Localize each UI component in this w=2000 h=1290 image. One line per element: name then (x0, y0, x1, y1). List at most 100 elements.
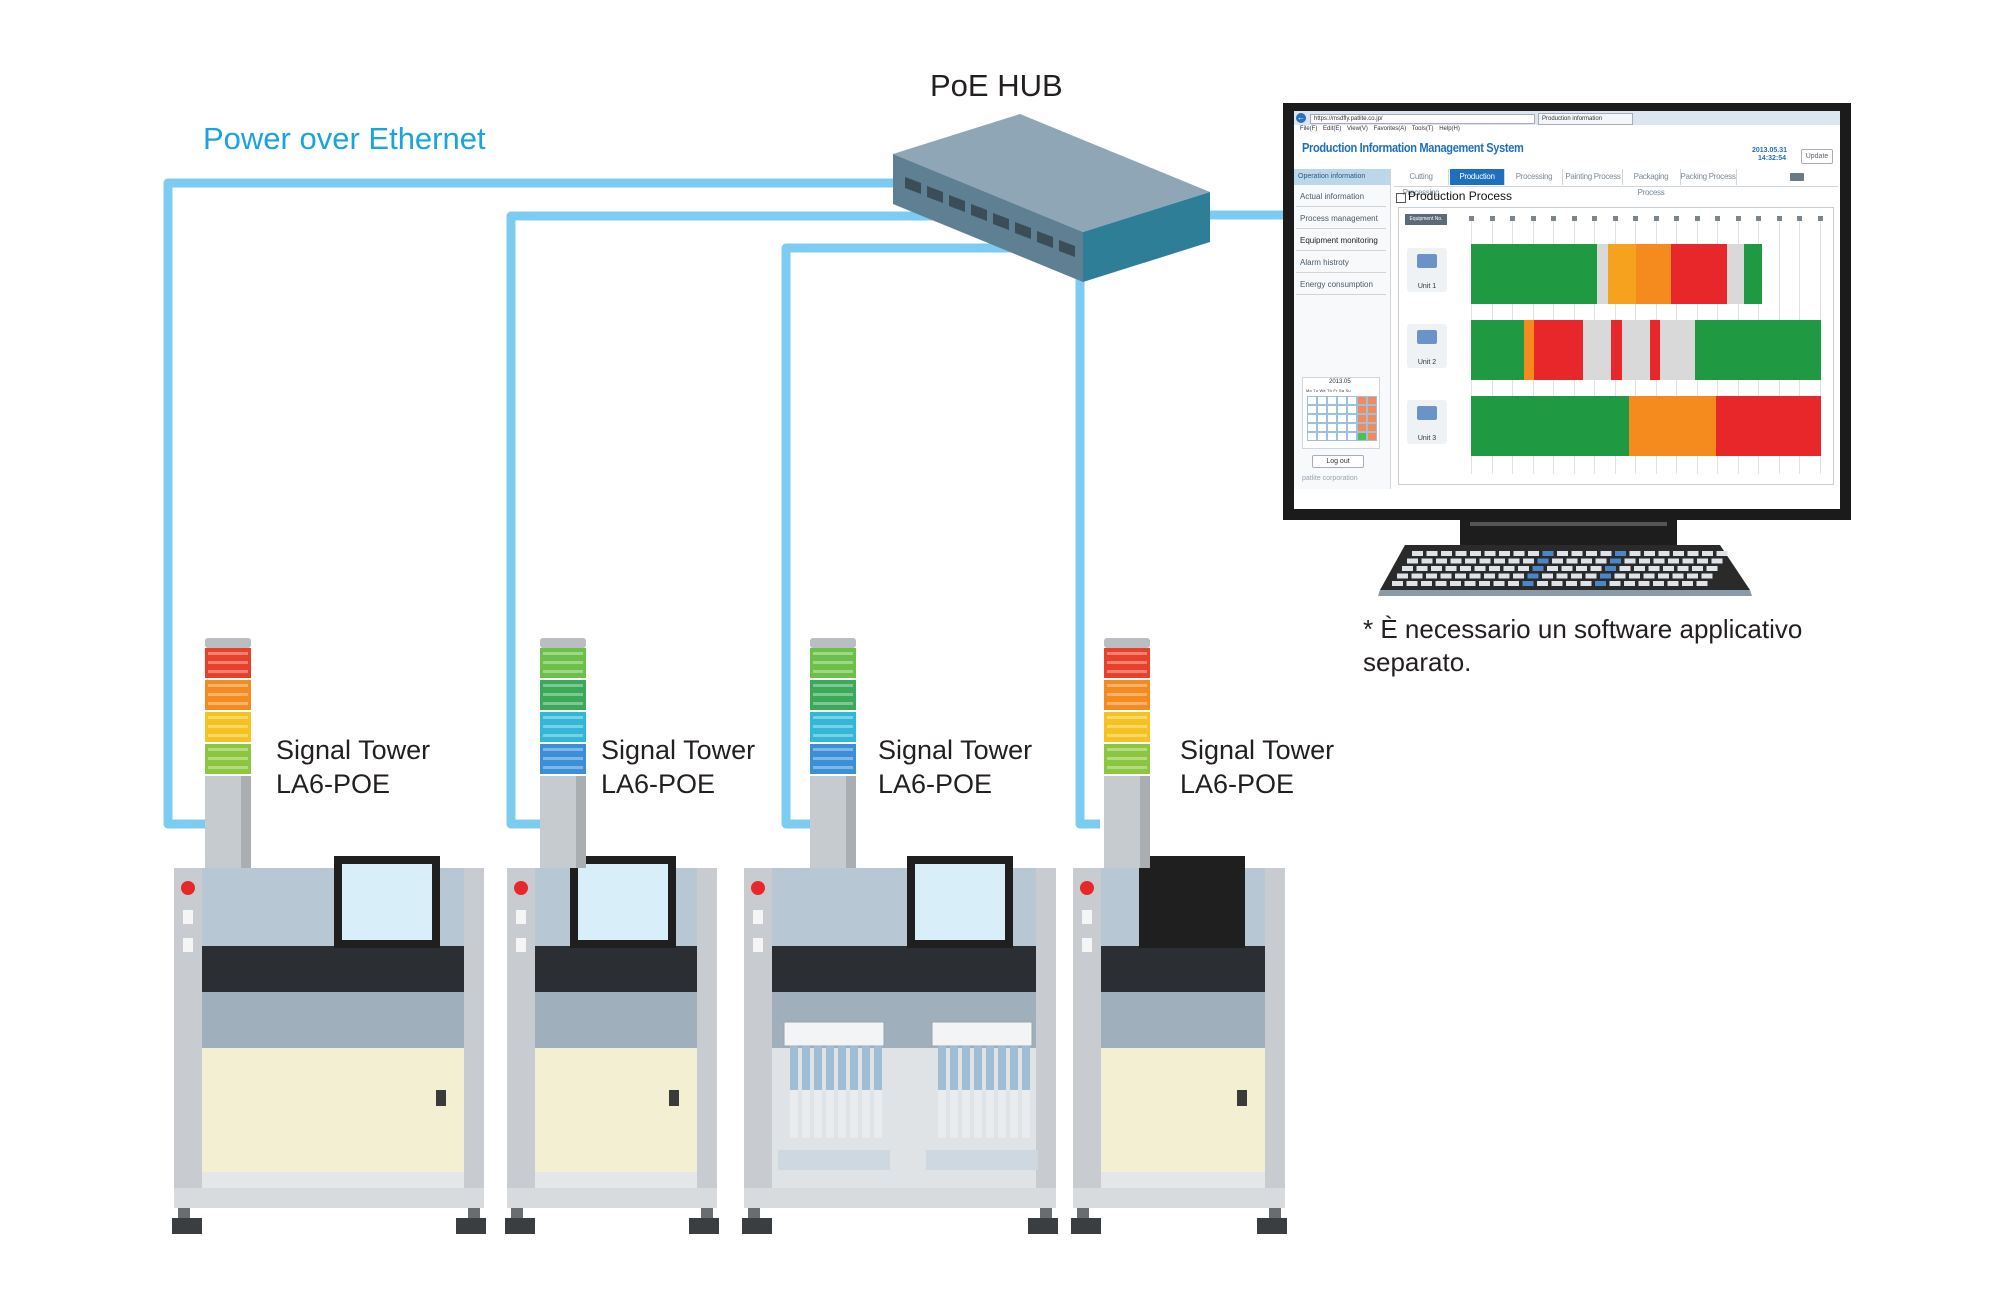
gantt-segment (1607, 244, 1636, 304)
menu-edit[interactable]: Edit(E) (1323, 126, 1342, 132)
back-icon[interactable]: ← (1296, 113, 1306, 123)
sidebar-header[interactable]: Operation information (1294, 169, 1390, 185)
tower-tier-ridge (813, 734, 853, 737)
sidebar-item-energy[interactable]: Energy consumption (1296, 275, 1386, 295)
machine-icon (1417, 406, 1437, 420)
machine-cover-band (535, 946, 697, 992)
machine-right-post (1036, 868, 1056, 1208)
tower-tier (205, 648, 251, 678)
gantt-tick-marker (1817, 216, 1823, 221)
calendar-cell[interactable] (1357, 432, 1367, 441)
calendar-cell[interactable] (1327, 432, 1337, 441)
section-checkbox[interactable] (1396, 193, 1406, 203)
calendar-cell[interactable] (1317, 414, 1327, 423)
brand-label: patlite corporation (1302, 475, 1358, 482)
menu-view[interactable]: View(V) (1347, 126, 1368, 132)
tab-packaging[interactable]: Packaging Process (1622, 169, 1681, 197)
calendar-cell[interactable] (1307, 396, 1317, 405)
keyboard-key (1537, 581, 1548, 586)
keyboard-key (1421, 581, 1432, 586)
calendar-cell[interactable] (1327, 423, 1337, 432)
calendar-cell[interactable] (1307, 414, 1317, 423)
calendar-cell[interactable] (1347, 405, 1357, 414)
keyboard-key (1653, 581, 1664, 586)
tower-pole-shade (1140, 776, 1150, 868)
menu-file[interactable]: File(F) (1300, 126, 1318, 132)
calendar-cell[interactable] (1367, 396, 1377, 405)
calendar-cell[interactable] (1337, 405, 1347, 414)
calendar-cell[interactable] (1367, 423, 1377, 432)
tower-label-2: Signal Tower LA6-POE (601, 733, 755, 801)
calendar-cell[interactable] (1357, 423, 1367, 432)
feeder-slot-lower (938, 1090, 946, 1138)
keyboard-key (1677, 566, 1689, 571)
calendar-cell[interactable] (1367, 414, 1377, 423)
keyboard-key (1518, 566, 1529, 571)
machine-status-light (751, 881, 765, 895)
unit-3[interactable]: Unit 3 (1407, 400, 1447, 444)
menu-tools[interactable]: Tools(T) (1411, 126, 1434, 132)
calendar-cell[interactable] (1337, 423, 1347, 432)
logout-button[interactable]: Log out (1312, 455, 1364, 468)
sidebar-item-actual[interactable]: Actual information (1296, 187, 1386, 207)
calendar-cell[interactable] (1347, 423, 1357, 432)
calendar-cell[interactable] (1307, 432, 1317, 441)
calendar-cell[interactable] (1337, 432, 1347, 441)
tower-tier-ridge (208, 766, 248, 769)
calendar-cell[interactable] (1347, 432, 1357, 441)
calendar-cell[interactable] (1357, 396, 1367, 405)
calendar-cell[interactable] (1307, 423, 1317, 432)
calendar-cell[interactable] (1317, 432, 1327, 441)
unit-1[interactable]: Unit 1 (1407, 248, 1447, 292)
feeder-bank (931, 1021, 1033, 1047)
update-button[interactable]: Update (1801, 149, 1833, 164)
calendar-cell[interactable] (1317, 405, 1327, 414)
sidebar-item-process[interactable]: Process management (1296, 209, 1386, 229)
tab-packing[interactable]: Packing Process (1680, 169, 1737, 185)
folder-icon[interactable] (1790, 173, 1804, 181)
sidebar-item-equipment[interactable]: Equipment monitoring (1296, 231, 1386, 251)
keyboard-key (1696, 581, 1708, 586)
keyboard-key (1407, 558, 1418, 564)
browser-tab[interactable]: Production information (1538, 113, 1633, 125)
keyboard (1378, 519, 1752, 596)
calendar-cell[interactable] (1337, 396, 1347, 405)
address-field[interactable]: https://msdfly.patlite.co.jp/ (1310, 114, 1535, 124)
machine-button (753, 938, 763, 952)
keyboard-key (1697, 558, 1708, 564)
calendar-cell[interactable] (1307, 405, 1317, 414)
sidebar-item-alarm[interactable]: Alarm histroty (1296, 253, 1386, 273)
menu-favorites[interactable]: Favorites(A) (1373, 126, 1407, 132)
unit-2[interactable]: Unit 2 (1407, 324, 1447, 368)
calendar-cell[interactable] (1347, 414, 1357, 423)
calendar-cell[interactable] (1357, 414, 1367, 423)
tab-processing[interactable]: Processing (1506, 169, 1563, 185)
calendar-cell[interactable] (1337, 414, 1347, 423)
feeder-slot-lower (1022, 1090, 1030, 1138)
calendar-grid[interactable] (1307, 396, 1377, 444)
calendar-cell[interactable] (1357, 405, 1367, 414)
calendar-cell[interactable] (1347, 396, 1357, 405)
tab-painting[interactable]: Painting Process (1564, 169, 1623, 185)
keyboard-key (1692, 566, 1703, 571)
calendar-cell[interactable] (1317, 423, 1327, 432)
keyboard-key (1668, 558, 1679, 564)
keyboard-key (1455, 573, 1466, 579)
calendar-cell[interactable] (1327, 396, 1337, 405)
hub-label: PoE HUB (930, 68, 1063, 103)
calendar-cell[interactable] (1327, 405, 1337, 414)
machine-3 (742, 638, 1058, 1234)
tower-tier (810, 680, 856, 710)
tower-pole-shade (576, 776, 586, 868)
keyboard-key (1402, 566, 1413, 571)
menu-help[interactable]: Help(H) (1439, 126, 1460, 132)
calendar-cell[interactable] (1367, 405, 1377, 414)
gantt-segment (1726, 244, 1744, 304)
calendar-cell[interactable] (1317, 396, 1327, 405)
calendar-month: 2013.05 (1329, 379, 1351, 385)
calendar-cell[interactable] (1327, 414, 1337, 423)
tab-production[interactable]: Production Process (1450, 169, 1505, 197)
tab-cutting[interactable]: Cutting Processing (1394, 169, 1449, 197)
calendar-cell[interactable] (1367, 432, 1377, 441)
equipment-no-header: Equipment No. (1405, 214, 1447, 225)
